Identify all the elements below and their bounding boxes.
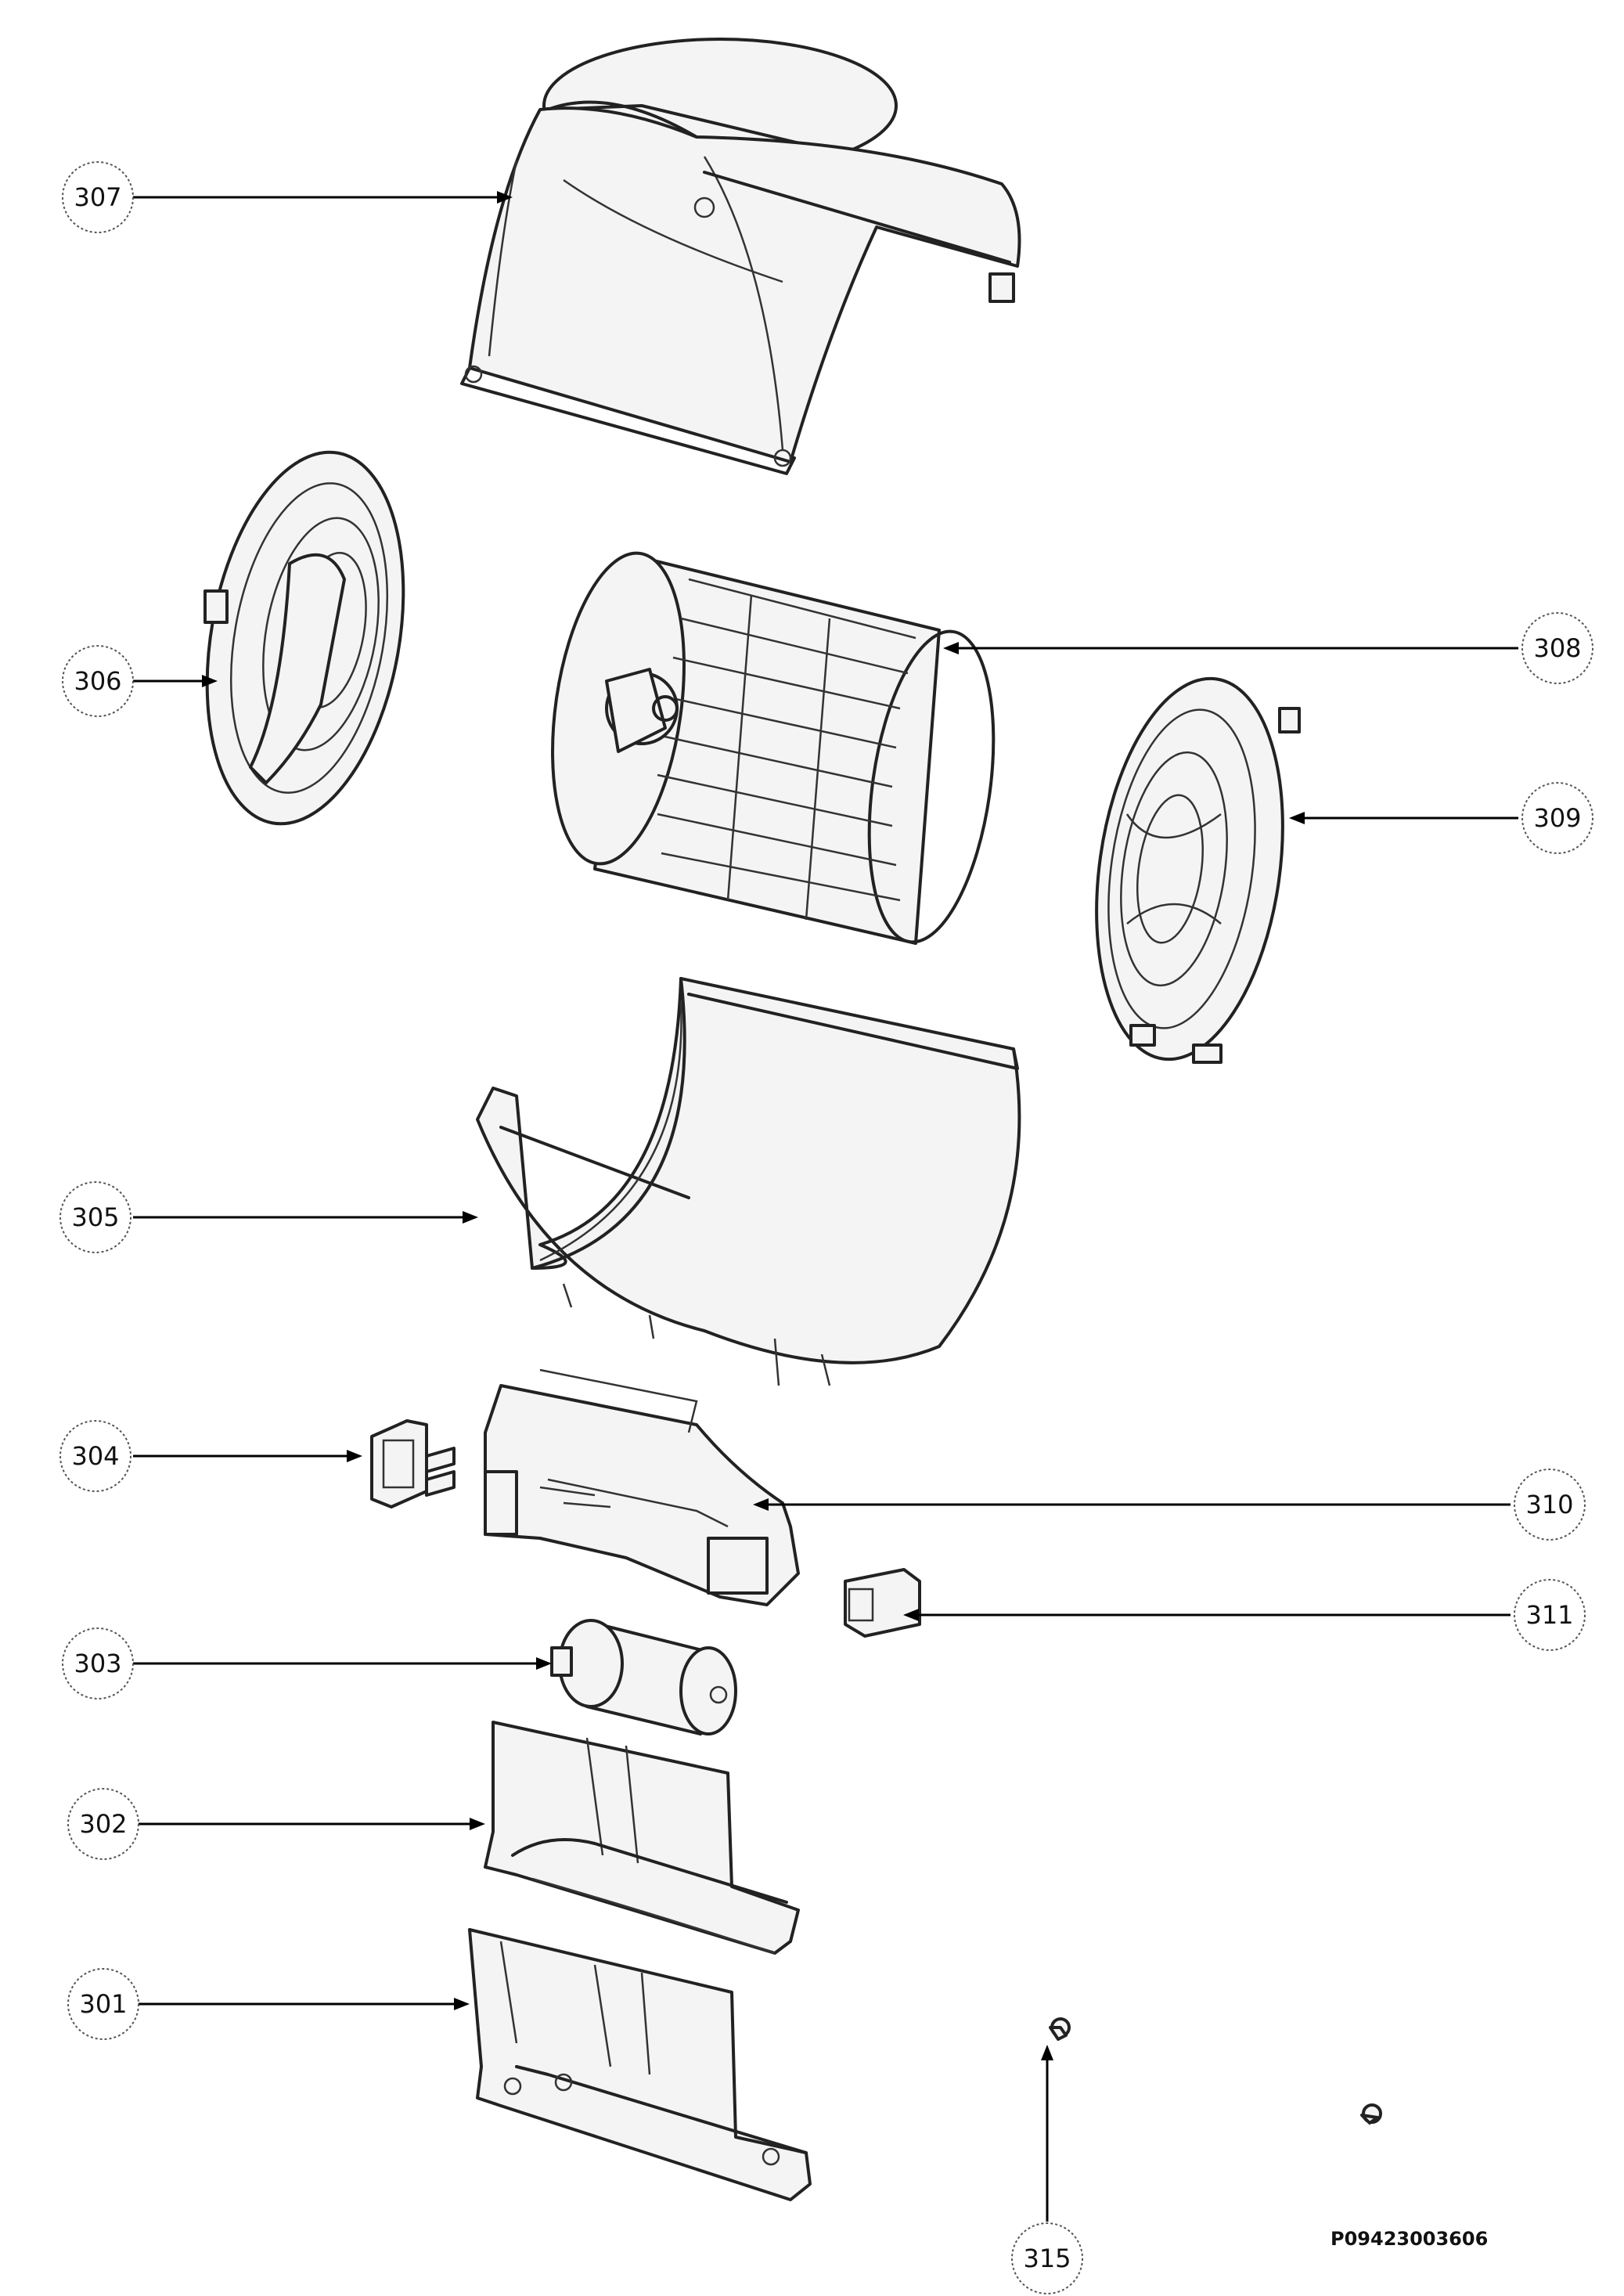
part-311-terminal-block [844,1568,921,1638]
callout-label-306: 306 [74,666,121,696]
part-308-blower-wheel [551,551,996,945]
part-310-bracket [484,1368,800,1606]
leader-lines [133,191,1518,2222]
callout-label-311: 311 [1525,1600,1573,1630]
callout-label-302: 302 [79,1809,127,1839]
part-304-connector [370,1419,456,1508]
callout-label-309: 309 [1533,803,1581,833]
part-309-side-plate [1095,676,1301,1064]
callout-label-307: 307 [74,182,121,212]
callout-label-303: 303 [74,1649,121,1678]
part-307-duct [460,38,1021,475]
part-305-scroll-housing [476,977,1021,1386]
callout-label-304: 304 [71,1441,119,1471]
part-302-cover [484,1721,800,1955]
callout-label-310: 310 [1525,1490,1573,1519]
screw-spare [1360,2103,1382,2125]
part-315-screw [1049,2017,1071,2041]
callout-label-308: 308 [1533,633,1581,663]
part-306-side-plate [203,450,405,826]
callout-label-315: 315 [1023,2244,1071,2273]
callout-circles [59,161,1593,2294]
drawing-code: P09423003606 [1331,2228,1488,2250]
callout-label-305: 305 [71,1202,119,1232]
part-301-bottom-cover [468,1928,812,2201]
callout-label-301: 301 [79,1989,127,2019]
part-303-capacitor [550,1619,737,1736]
